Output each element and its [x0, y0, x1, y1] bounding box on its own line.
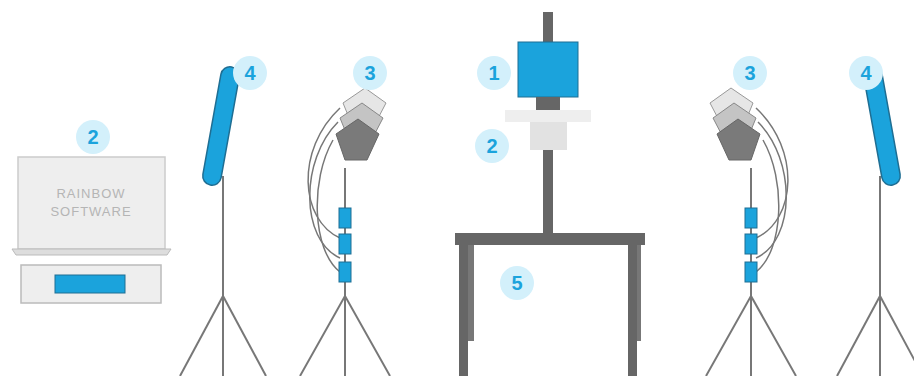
- flash-stand: [706, 88, 796, 376]
- light-stand: [180, 76, 266, 376]
- callout-number: 4: [233, 56, 267, 90]
- camera-rig: [505, 12, 591, 236]
- callout-number: 4: [849, 56, 883, 90]
- computer-part: [21, 265, 161, 303]
- computer-part: [55, 275, 125, 293]
- camera-rig-part: [530, 122, 567, 150]
- camera-rig-part: [518, 42, 578, 97]
- camera-rig-part: [505, 110, 591, 122]
- flash-stand: [300, 88, 390, 376]
- table-part: [459, 245, 468, 376]
- screen-label: RAINBOW SOFTWARE: [35, 185, 147, 220]
- computer-part: [12, 249, 171, 255]
- computer: [12, 157, 171, 303]
- table: [455, 233, 645, 376]
- callout-number: 2: [76, 120, 110, 154]
- table-part: [455, 233, 645, 245]
- callout-number: 5: [500, 266, 534, 300]
- computer-part: [18, 157, 165, 249]
- callout-number: 1: [477, 56, 511, 90]
- callout-number: 3: [353, 56, 387, 90]
- camera-rig-part: [536, 97, 560, 110]
- callout-number: 2: [475, 129, 509, 163]
- table-part: [628, 245, 637, 376]
- callout-number: 3: [733, 56, 767, 90]
- light-stand: [837, 76, 914, 376]
